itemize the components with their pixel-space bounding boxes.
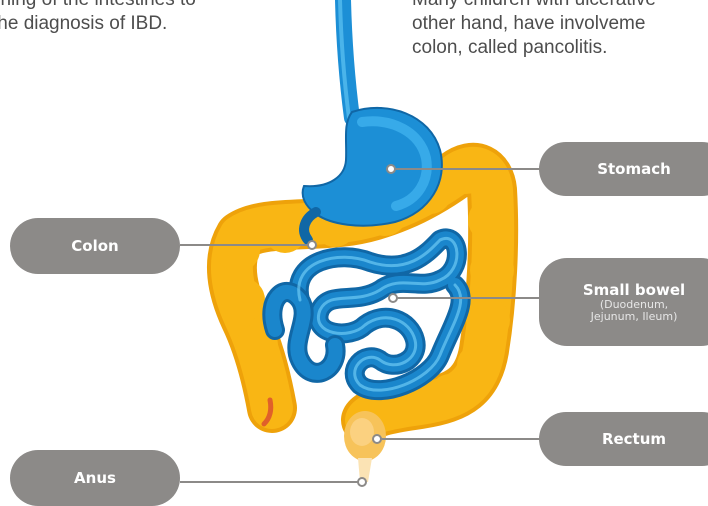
label-rectum-text: Rectum — [602, 430, 666, 448]
label-rectum: Rectum — [539, 412, 708, 466]
label-anus: Anus — [10, 450, 180, 506]
label-colon-text: Colon — [71, 237, 118, 255]
label-stomach: Stomach — [539, 142, 708, 196]
label-small-bowel-text: Small bowel — [583, 281, 685, 299]
label-anus-text: Anus — [74, 469, 116, 487]
small-bowel — [272, 238, 460, 390]
label-small-bowel-sub: Jejunum, Ileum) — [591, 311, 678, 323]
connector-anus — [180, 478, 366, 486]
label-small-bowel: Small bowel (Duodenum, Jejunum, Ileum) — [539, 258, 708, 346]
connector-rectum — [373, 435, 540, 443]
label-stomach-text: Stomach — [597, 160, 671, 178]
label-colon: Colon — [10, 218, 180, 274]
